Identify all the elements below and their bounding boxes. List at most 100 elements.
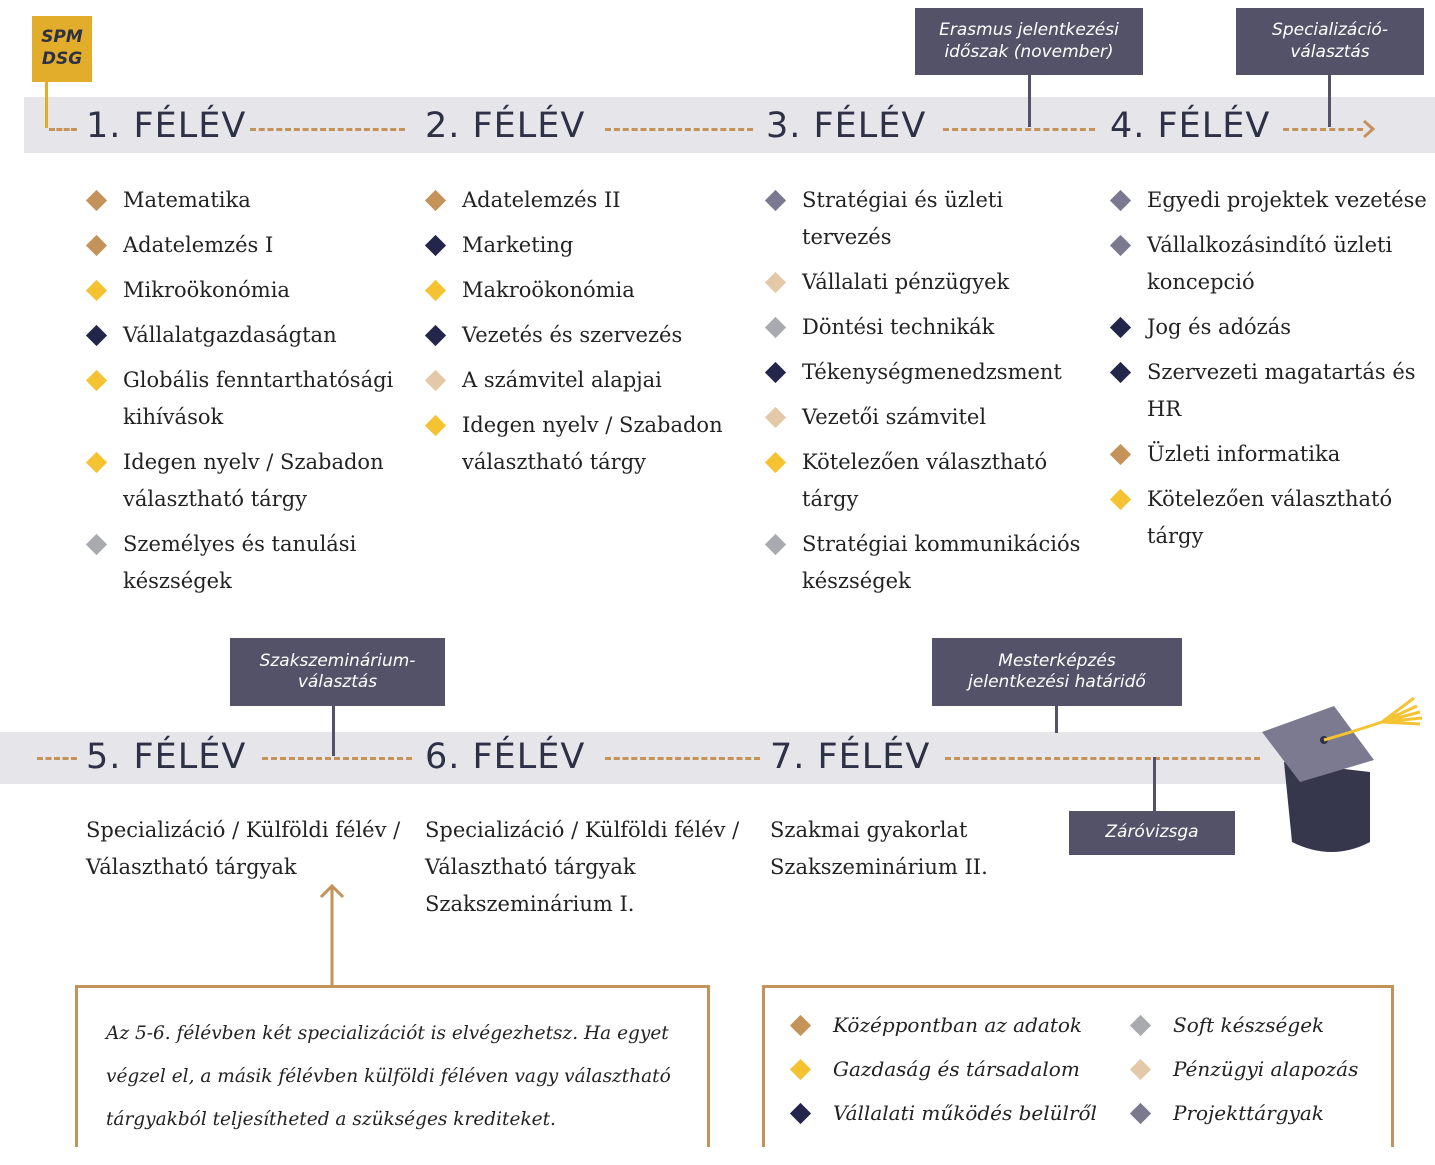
semester-title-7: 7. FÉLÉV [770, 737, 931, 777]
subject-name: Marketing [462, 233, 574, 257]
subject-item: Adatelemzés II [424, 182, 734, 219]
diamond-icon [85, 189, 108, 212]
subject-item: Kötelezően választható tárgy [764, 444, 1099, 518]
diamond-icon [764, 316, 787, 339]
subject-name: Személyes és tanulási készségek [123, 532, 357, 593]
semester-6-line1: Specializáció / Külföldi félév / [425, 818, 740, 842]
subject-name: Kötelezően választható tárgy [1147, 487, 1393, 548]
timeline-dash [262, 757, 412, 760]
timeline-dash [605, 128, 753, 131]
subject-item: Makroökonómia [424, 272, 734, 309]
semester-7-line1: Szakmai gyakorlat [770, 818, 968, 842]
legend-item-finance-basics: Pénzügyi alapozás [1127, 1054, 1358, 1084]
legend-label: Soft készségek [1173, 1013, 1325, 1037]
semester-7-content: Szakmai gyakorlat Szakszeminárium II. [770, 812, 988, 886]
arrow-up-icon [319, 883, 345, 988]
diamond-icon [789, 1014, 812, 1037]
semester-5-line2: Választható tárgyak [86, 855, 297, 879]
subject-item: Stratégiai kommunikációs készségek [764, 526, 1099, 600]
timeline-dash [943, 128, 1095, 131]
timeline-dash [250, 128, 405, 131]
milestone-erasmus-line2: időszak (november) [944, 41, 1114, 62]
subject-name: Globális fenntarthatósági kihívások [123, 368, 394, 429]
milestone-specialization: Specializáció- választás [1236, 8, 1424, 75]
legend-item-data-focus: Középpontban az adatok [787, 1010, 1082, 1040]
subject-item: Mikroökonómia [85, 272, 395, 309]
milestone-final-exam: Záróvizsga [1069, 811, 1235, 855]
semester-title-5: 5. FÉLÉV [86, 737, 247, 777]
diamond-icon [424, 414, 447, 437]
legend-label: Gazdaság és társadalom [833, 1057, 1080, 1081]
legend-row: Vállalati működés belülről Projekttárgya… [787, 1098, 1377, 1142]
subject-item: Kötelezően választható tárgy [1109, 481, 1429, 555]
timeline-dash [1283, 128, 1363, 131]
subject-item: Adatelemzés I [85, 227, 395, 264]
legend-row: Gazdaság és társadalom Pénzügyi alapozás [787, 1054, 1377, 1098]
subject-name: Vállalatgazdaságtan [123, 323, 337, 347]
subject-name: Vezetés és szervezés [462, 323, 683, 347]
legend-row: Középpontban az adatok Soft készségek [787, 1010, 1377, 1054]
subject-item: Szervezeti magatartás és HR [1109, 354, 1429, 428]
subject-item: Idegen nyelv / Szabadon választható tárg… [85, 444, 395, 518]
legend-label: Vállalati működés belülről [833, 1101, 1097, 1125]
subject-item: Személyes és tanulási készségek [85, 526, 395, 600]
subject-item: Matematika [85, 182, 395, 219]
timeline-arrow-icon [1363, 119, 1376, 139]
subject-name: Idegen nyelv / Szabadon választható tárg… [462, 413, 723, 474]
subject-name: Stratégiai és üzleti tervezés [802, 188, 1004, 249]
diamond-icon [85, 369, 108, 392]
subject-item: Tékenységmenedzsment [764, 354, 1099, 391]
semester-6-content: Specializáció / Külföldi félév / Választ… [425, 812, 739, 923]
legend-label: Pénzügyi alapozás [1173, 1057, 1359, 1081]
subject-item: Jog és adózás [1109, 309, 1429, 346]
legend-item-corporate-inside: Vállalati működés belülről [787, 1098, 1097, 1128]
legend-item-economy-society: Gazdaság és társadalom [787, 1054, 1080, 1084]
legend-items: Középpontban az adatok Soft készségek Ga… [787, 1010, 1377, 1142]
graduation-cap-icon [1262, 696, 1423, 852]
diamond-icon [424, 324, 447, 347]
diamond-icon [85, 533, 108, 556]
milestone-seminar-line1: Szakszeminárium- [259, 650, 416, 671]
semester-title-6: 6. FÉLÉV [425, 737, 586, 777]
diamond-icon [1109, 316, 1132, 339]
subject-name: Szervezeti magatartás és HR [1147, 360, 1416, 421]
diamond-icon [789, 1058, 812, 1081]
legend-label: Projekttárgyak [1173, 1101, 1324, 1125]
diamond-icon [789, 1102, 812, 1125]
semester-title-4: 4. FÉLÉV [1110, 106, 1271, 146]
subject-name: Kötelezően választható tárgy [802, 450, 1048, 511]
specialization-note: Az 5-6. félévben két specializációt is e… [75, 985, 710, 1147]
subject-name: Egyedi projektek vezetése [1147, 188, 1427, 212]
legend-item-project-subjects: Projekttárgyak [1127, 1098, 1324, 1128]
diamond-icon [1129, 1014, 1152, 1037]
subject-name: Idegen nyelv / Szabadon választható tárg… [123, 450, 384, 511]
subject-name: Vállalkozásindító üzleti koncepció [1147, 233, 1393, 294]
timeline-dash [605, 757, 760, 760]
subject-name: Adatelemzés I [123, 233, 274, 257]
subject-item: Vállalkozásindító üzleti koncepció [1109, 227, 1429, 301]
milestone-masters-line1: Mesterképzés [998, 650, 1116, 671]
program-tag-line1: SPM [41, 27, 83, 47]
milestone-seminar: Szakszeminárium- választás [230, 638, 445, 706]
subject-name: Vállalati pénzügyek [802, 270, 1010, 294]
milestone-masters-connector [1055, 706, 1058, 733]
subject-item: Döntési technikák [764, 309, 1099, 346]
timeline-band-top [24, 97, 1435, 153]
subject-item: Egyedi projektek vezetése [1109, 182, 1429, 219]
diamond-icon [1109, 234, 1132, 257]
semester-7-line2: Szakszeminárium II. [770, 855, 988, 879]
subject-item: Idegen nyelv / Szabadon választható tárg… [424, 407, 734, 481]
subject-item: Marketing [424, 227, 734, 264]
subject-name: Matematika [123, 188, 251, 212]
milestone-seminar-connector [332, 706, 335, 756]
diamond-icon [85, 324, 108, 347]
diamond-icon [85, 234, 108, 257]
diamond-icon [424, 369, 447, 392]
semester-5-line1: Specializáció / Külföldi félév / [86, 818, 401, 842]
diamond-icon [764, 361, 787, 384]
semester-6-line2: Választható tárgyak [425, 855, 636, 879]
diamond-icon [764, 451, 787, 474]
